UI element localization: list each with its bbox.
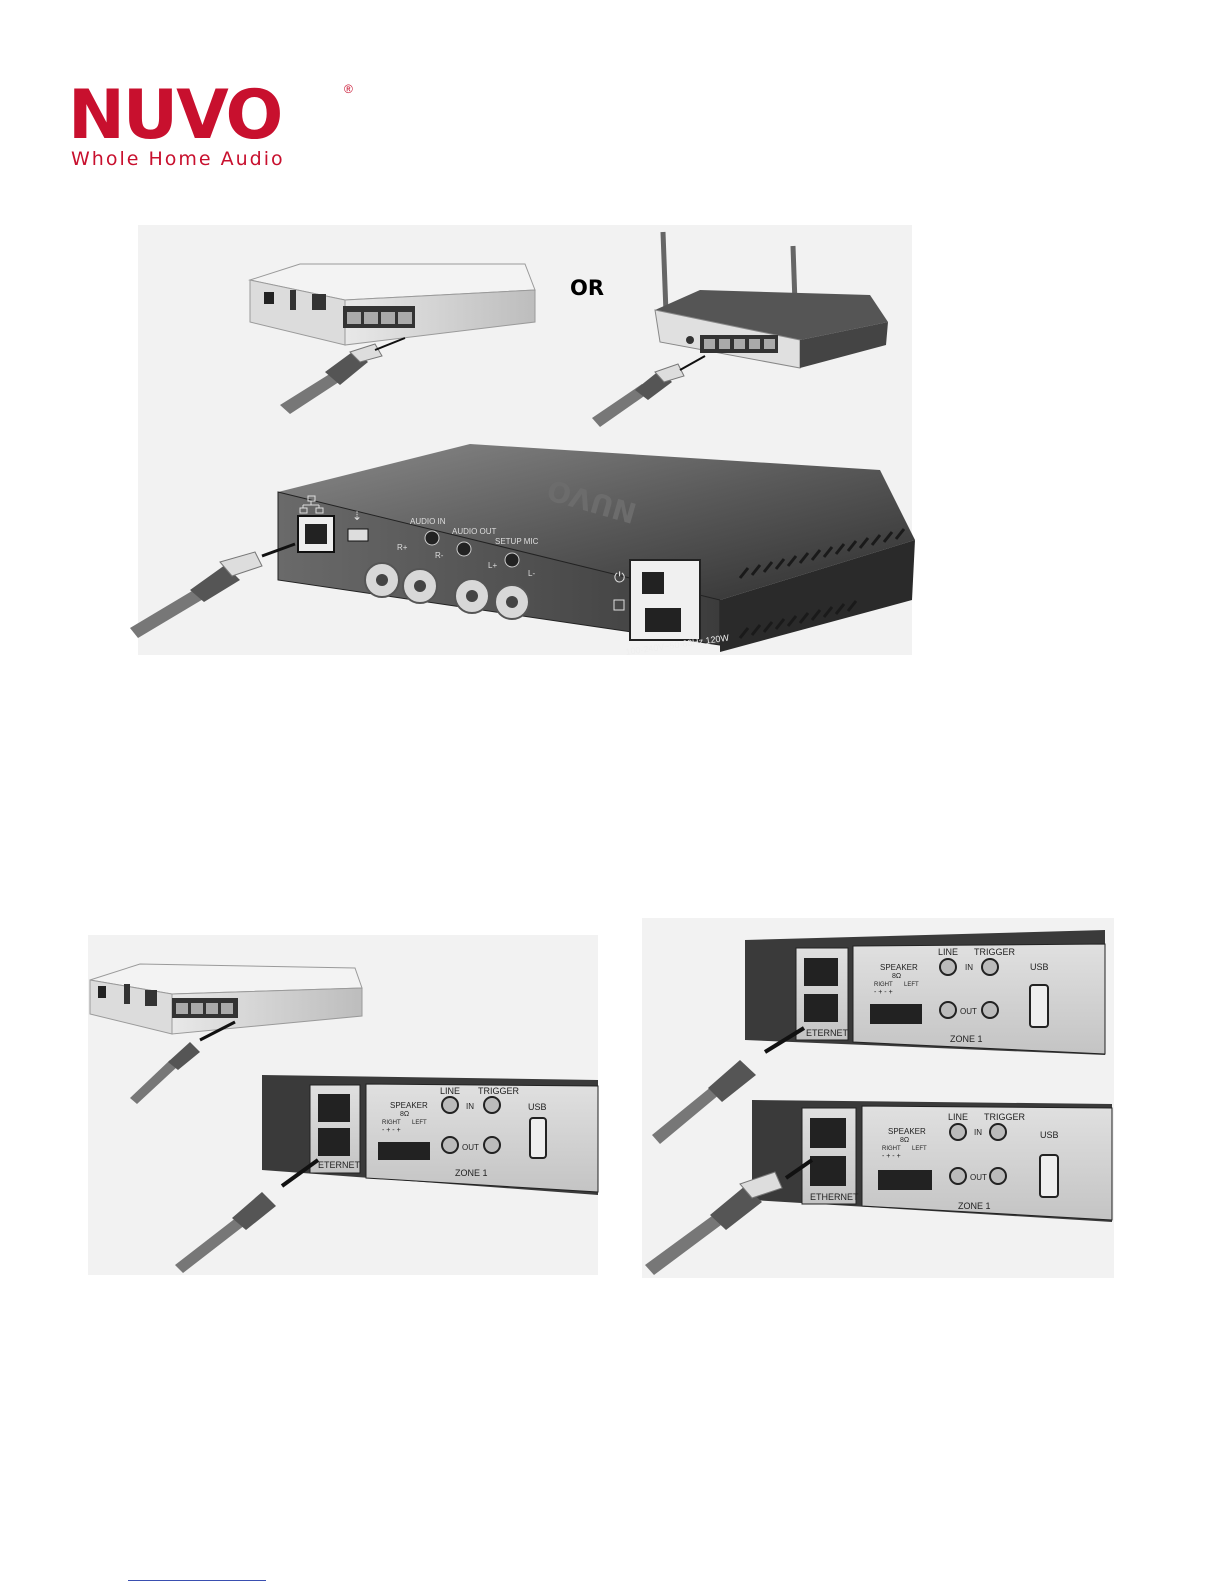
usb-label: USB (528, 1102, 547, 1112)
ethernet-cable (130, 551, 263, 638)
right-label: RIGHT (882, 1146, 901, 1152)
in-label: IN (466, 1102, 474, 1111)
logo-wordmark: NUVO (68, 76, 283, 155)
trigger-label: TRIGGER (478, 1086, 520, 1096)
side-vents (738, 528, 906, 639)
out-label: OUT (462, 1143, 479, 1152)
zone-label: ZONE 1 (958, 1201, 991, 1211)
ethernet-cable (130, 1042, 200, 1104)
ethernet-cable (652, 1060, 756, 1144)
arrow-icon (679, 355, 706, 371)
in-label: IN (965, 963, 973, 972)
out-label: OUT (960, 1007, 977, 1016)
audio-out-label: AUDIO OUT (452, 527, 497, 536)
nuvo-player: NUVO ⇣ AUDIO IN AUDIO OUT SETUP (277, 444, 915, 657)
right-label: RIGHT (874, 982, 893, 988)
ethernet-cable (592, 363, 685, 427)
left-label: LEFT (912, 1146, 927, 1152)
nuvo-logo: NUVO ® Whole Home Audio (68, 76, 353, 172)
or-label: OR (570, 276, 604, 300)
setup-mic-label: SETUP MIC (495, 537, 539, 546)
ohms-label: 8Ω (400, 1111, 409, 1118)
ethernet-cable (280, 343, 383, 414)
line-label: LINE (948, 1112, 968, 1122)
ohms-label: 8Ω (892, 973, 901, 980)
logo-tagline: Whole Home Audio (71, 148, 285, 170)
l-plus-label: L+ (488, 561, 497, 570)
ethernet-cable (645, 1171, 783, 1275)
usb-label: USB (1040, 1130, 1059, 1140)
arrow-icon (199, 1020, 236, 1042)
registered-mark: ® (344, 82, 353, 96)
zone-label: ZONE 1 (950, 1034, 983, 1044)
left-label: LEFT (412, 1120, 427, 1126)
r-minus-label: R- (435, 551, 444, 560)
power-icon: ⏻ (614, 569, 625, 585)
polarity-label: - + - + (874, 989, 893, 996)
r-plus-label: R+ (397, 543, 408, 552)
arrow-icon (280, 1158, 320, 1188)
ethernet-label: ETHERNET (810, 1192, 859, 1202)
network-switch (89, 963, 363, 1035)
ethernet-label: ETERNET (806, 1028, 849, 1038)
polarity-label: - + - + (382, 1127, 401, 1134)
in-label: IN (974, 1128, 982, 1137)
wireless-router (654, 231, 888, 369)
line-label: LINE (938, 947, 958, 957)
network-switch (248, 263, 536, 346)
arrow-icon (374, 337, 406, 351)
usb-icon: ⇣ (352, 509, 362, 523)
l-minus-label: L- (528, 569, 535, 578)
zone-label: ZONE 1 (455, 1168, 488, 1178)
audio-in-label: AUDIO IN (410, 517, 446, 526)
trigger-label: TRIGGER (984, 1112, 1026, 1122)
arrow-icon (784, 1158, 814, 1180)
zone-amp-rear-panel-bottom: LINE TRIGGER SPEAKER 8Ω RIGHT LEFT - + -… (752, 1100, 1113, 1222)
ohms-label: 8Ω (900, 1137, 909, 1144)
footer-link-underline (128, 1580, 266, 1581)
ethernet-cable (175, 1192, 276, 1273)
speaker-label: SPEAKER (390, 1101, 428, 1110)
ethernet-label: ETERNET (318, 1160, 361, 1170)
arrow-icon (261, 542, 296, 558)
zone-amp-rear-panel-top: LINE TRIGGER SPEAKER 8Ω RIGHT LEFT - + -… (745, 930, 1106, 1055)
line-label: LINE (440, 1086, 460, 1096)
network-icon (299, 495, 324, 514)
right-label: RIGHT (382, 1120, 401, 1126)
polarity-label: - + - + (882, 1153, 901, 1160)
speaker-label: SPEAKER (880, 963, 918, 972)
usb-label: USB (1030, 962, 1049, 972)
speaker-label: SPEAKER (888, 1127, 926, 1136)
arrow-icon (763, 1026, 806, 1054)
out-label: OUT (970, 1173, 987, 1182)
left-label: LEFT (904, 982, 919, 988)
zone-amp-rear-panel: LINE TRIGGER SPEAKER 8Ω RIGHT LEFT - + -… (262, 1075, 599, 1195)
trigger-label: TRIGGER (974, 947, 1016, 957)
